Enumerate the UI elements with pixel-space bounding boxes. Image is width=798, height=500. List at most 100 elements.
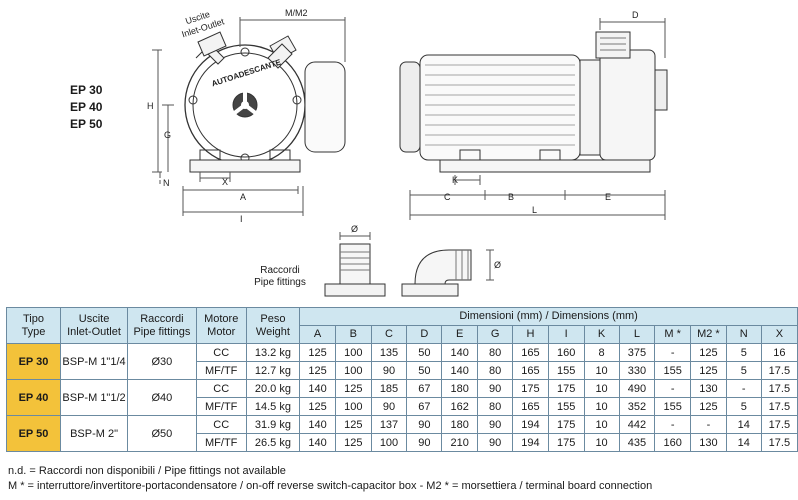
dim-m-m2: M/M2	[285, 8, 308, 18]
cell-dim: 140	[299, 379, 336, 398]
footnote-nd: n.d. = Raccordi non disponibili / Pipe f…	[8, 465, 286, 477]
dim-e: E	[605, 192, 611, 202]
header-dim-col: N	[725, 325, 762, 344]
header-dim-col: L	[618, 325, 656, 344]
cell-outlet: BSP-M 1"1/4	[59, 343, 129, 380]
cell-dim: 10	[583, 415, 620, 434]
cell-motor: CC	[195, 343, 247, 362]
fitting-diameter-vertical: Ø	[351, 224, 358, 234]
cell-motor: CC	[195, 415, 247, 434]
cell-dim: 175	[512, 379, 549, 398]
cell-dim: 125	[334, 379, 372, 398]
model-label: EP 50	[70, 117, 103, 131]
cell-dim: 90	[370, 361, 408, 380]
cell-dim: 67	[406, 379, 443, 398]
cell-dim: 17.5	[760, 379, 798, 398]
cell-dim: -	[690, 415, 727, 434]
cell-dim: 160	[547, 343, 585, 362]
cell-dim: 90	[477, 379, 514, 398]
fitting-diameter-elbow: Ø	[494, 260, 501, 270]
cell-dim: 180	[441, 379, 479, 398]
cell-dim: 352	[618, 397, 656, 416]
cell-dim: 17.5	[760, 415, 798, 434]
dim-g: G	[164, 130, 171, 140]
cell-dim: 5	[725, 397, 762, 416]
cell-dim: 165	[512, 397, 549, 416]
cell-dim: 10	[583, 397, 620, 416]
cell-dim: 8	[583, 343, 620, 362]
header-dim-col: I	[547, 325, 585, 344]
header-dim-col: M *	[654, 325, 692, 344]
cell-dim: 175	[547, 415, 585, 434]
cell-fitting: Ø40	[127, 379, 197, 416]
cell-motor: MF/TF	[195, 361, 247, 380]
model-list: EP 30 EP 40 EP 50	[70, 82, 102, 133]
cell-dim: 17.5	[760, 433, 798, 452]
cell-dim: 50	[406, 361, 443, 380]
cell-dim: 80	[477, 343, 514, 362]
cell-outlet: BSP-M 2"	[59, 415, 129, 452]
self-priming-label: AUTOADESCANTE	[211, 57, 283, 88]
cell-dim: 80	[477, 397, 514, 416]
cell-dim: 10	[583, 379, 620, 398]
cell-dim: 135	[370, 343, 408, 362]
cell-motor: MF/TF	[195, 433, 247, 452]
cell-dim: 14	[725, 415, 762, 434]
cell-dim: 435	[618, 433, 656, 452]
cell-weight: 13.2 kg	[245, 343, 301, 362]
cell-dim: 140	[299, 433, 336, 452]
cell-dim: 90	[406, 433, 443, 452]
footnote-m: M * = interruttore/invertitore-portacond…	[8, 480, 653, 492]
cell-fitting: Ø30	[127, 343, 197, 380]
header-dim-col: G	[477, 325, 514, 344]
cell-dim: 137	[370, 415, 408, 434]
cell-dim: 100	[370, 433, 408, 452]
cell-dim: 90	[406, 415, 443, 434]
cell-dim: 130	[690, 433, 727, 452]
cell-weight: 14.5 kg	[245, 397, 301, 416]
cell-weight: 20.0 kg	[245, 379, 301, 398]
dim-c: C	[444, 192, 451, 202]
dim-d: D	[632, 10, 639, 20]
dim-n: N	[163, 178, 170, 188]
dim-k: K	[452, 175, 458, 185]
cell-dim: 10	[583, 433, 620, 452]
dim-b: B	[508, 192, 514, 202]
cell-dim: 140	[441, 361, 479, 380]
cell-dim: 5	[725, 343, 762, 362]
cell-dim: 125	[299, 343, 336, 362]
cell-dim: -	[654, 415, 692, 434]
header-dim-col: K	[583, 325, 620, 344]
cell-dim: 130	[690, 379, 727, 398]
cell-dim: 17.5	[760, 397, 798, 416]
cell-dim: 185	[370, 379, 408, 398]
pipe-fittings-drawing	[324, 232, 494, 297]
cell-dim: -	[725, 379, 762, 398]
cell-dim: 50	[406, 343, 443, 362]
cell-weight: 12.7 kg	[245, 361, 301, 380]
dim-x: X	[222, 177, 228, 187]
header-dim-col: H	[512, 325, 549, 344]
pump-front-view	[152, 17, 346, 216]
cell-dim: 67	[406, 397, 443, 416]
cell-dim: 194	[512, 415, 549, 434]
cell-dim: 330	[618, 361, 656, 380]
cell-dim: 100	[334, 361, 372, 380]
pump-technical-drawing: Uscite Inlet-Outlet AUTOADESCANTE M/M2 H…	[147, 8, 668, 297]
cell-dim: 155	[654, 361, 692, 380]
cell-dim: 125	[299, 397, 336, 416]
cell-dim: 125	[690, 343, 727, 362]
cell-dim: 175	[547, 379, 585, 398]
header-dim-col: C	[370, 325, 408, 344]
cell-dim: 125	[690, 397, 727, 416]
header-dimensions: Dimensioni (mm) / Dimensions (mm)	[299, 307, 798, 326]
